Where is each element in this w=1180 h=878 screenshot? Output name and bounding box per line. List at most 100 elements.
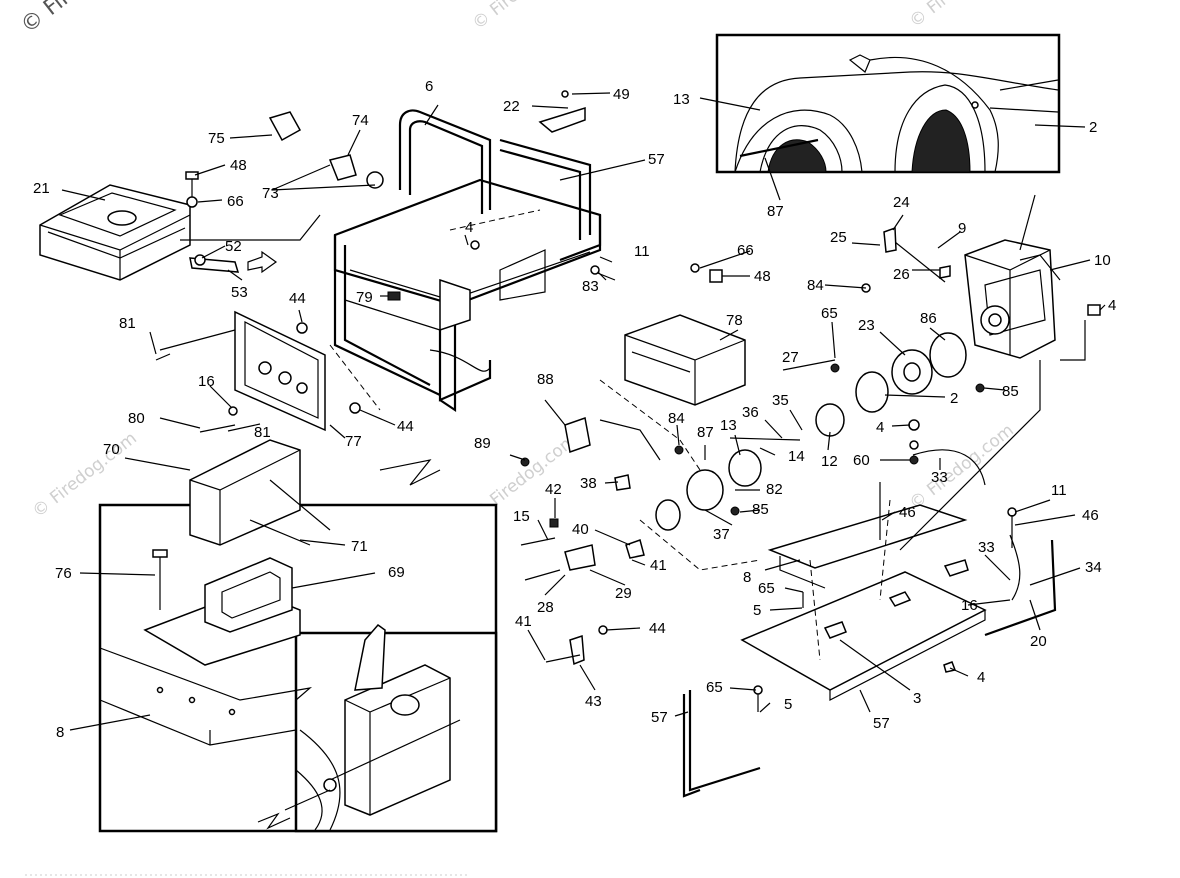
label-21: 21 (33, 180, 50, 197)
label-14: 14 (788, 448, 805, 465)
label-87: 87 (697, 424, 714, 441)
label-44: 44 (649, 620, 666, 637)
label-85: 85 (1002, 383, 1019, 400)
label-41: 41 (650, 557, 667, 574)
label-43: 43 (585, 693, 602, 710)
tube-frame (333, 109, 602, 413)
label-79: 79 (356, 289, 373, 306)
label-3: 3 (913, 690, 921, 707)
label-77: 77 (345, 433, 362, 450)
watermark-top-mid: © Fire (469, 0, 523, 34)
label-84: 84 (668, 410, 685, 427)
label-4: 4 (465, 219, 473, 236)
label-4: 4 (1108, 297, 1116, 314)
label-16: 16 (961, 597, 978, 614)
label-13: 13 (720, 417, 737, 434)
label-65: 65 (706, 679, 723, 696)
label-22: 22 (503, 98, 520, 115)
label-24: 24 (893, 194, 910, 211)
label-5: 5 (753, 602, 761, 619)
label-38: 38 (580, 475, 597, 492)
label-82: 82 (766, 481, 783, 498)
label-49: 49 (613, 86, 630, 103)
fuel-tank (39, 184, 191, 281)
label-46: 46 (1082, 507, 1099, 524)
label-73: 73 (262, 185, 279, 202)
label-33: 33 (931, 469, 948, 486)
label-85: 85 (752, 501, 769, 518)
label-83: 83 (582, 278, 599, 295)
label-11: 11 (1051, 482, 1067, 499)
label-52: 52 (225, 238, 242, 255)
label-28: 28 (537, 599, 554, 616)
small-hardware (155, 90, 1101, 712)
label-89: 89 (474, 435, 491, 452)
label-71: 71 (351, 538, 368, 555)
label-15: 15 (513, 508, 530, 525)
label-84: 84 (807, 277, 824, 294)
label-27: 27 (782, 349, 799, 366)
label-60: 60 (853, 452, 870, 469)
label-65: 65 (758, 580, 775, 597)
direction-arrow-icon (247, 250, 278, 274)
label-41: 41 (515, 613, 532, 630)
label-4: 4 (977, 669, 985, 686)
label-4: 4 (876, 419, 884, 436)
label-48: 48 (230, 157, 247, 174)
label-75: 75 (208, 130, 225, 147)
blower-housing-inset (715, 33, 1061, 174)
label-46: 46 (899, 504, 916, 521)
label-2: 2 (1089, 119, 1097, 136)
base-plate (682, 504, 1057, 798)
label-57: 57 (648, 151, 665, 168)
watermark-top-left: © Fire (16, 0, 85, 39)
label-48: 48 (754, 268, 771, 285)
label-66: 66 (227, 193, 244, 210)
label-6: 6 (425, 78, 433, 95)
label-16: 16 (198, 373, 215, 390)
leader-lines (61, 92, 1106, 731)
cover-78 (624, 314, 746, 406)
label-40: 40 (572, 521, 589, 538)
label-44: 44 (397, 418, 414, 435)
label-8: 8 (743, 569, 751, 586)
label-53: 53 (231, 284, 248, 301)
label-25: 25 (830, 229, 847, 246)
label-13: 13 (673, 91, 690, 108)
label-80: 80 (128, 410, 145, 427)
generator-assembly (655, 332, 967, 531)
label-20: 20 (1030, 633, 1047, 650)
label-36: 36 (742, 404, 759, 421)
label-78: 78 (726, 312, 743, 329)
rectifier (564, 417, 591, 453)
label-66: 66 (737, 242, 754, 259)
label-35: 35 (772, 392, 789, 409)
label-81: 81 (254, 424, 271, 441)
label-29: 29 (615, 585, 632, 602)
label-23: 23 (858, 317, 875, 334)
label-37: 37 (713, 526, 730, 543)
label-70: 70 (103, 441, 120, 458)
label-69: 69 (388, 564, 405, 581)
label-88: 88 (537, 371, 554, 388)
label-5: 5 (784, 696, 792, 713)
label-57: 57 (873, 715, 890, 732)
label-86: 86 (920, 310, 937, 327)
label-74: 74 (352, 112, 369, 129)
part-labels: 2 2 3 4 4 4 4 5 5 6 8 8 9 10 11 11 12 13… (33, 78, 1116, 741)
label-57: 57 (651, 709, 668, 726)
label-33: 33 (978, 539, 995, 556)
label-12: 12 (821, 453, 838, 470)
label-10: 10 (1094, 252, 1111, 269)
watermark-right: © Firedog.com (906, 420, 1018, 514)
label-9: 9 (958, 220, 966, 237)
label-42: 42 (545, 481, 562, 498)
control-panel-plate (234, 310, 326, 432)
assembly-lines (159, 209, 1086, 661)
frame-bracket (499, 249, 546, 301)
label-44: 44 (289, 290, 306, 307)
engine (964, 239, 1061, 359)
label-81: 81 (119, 315, 136, 332)
